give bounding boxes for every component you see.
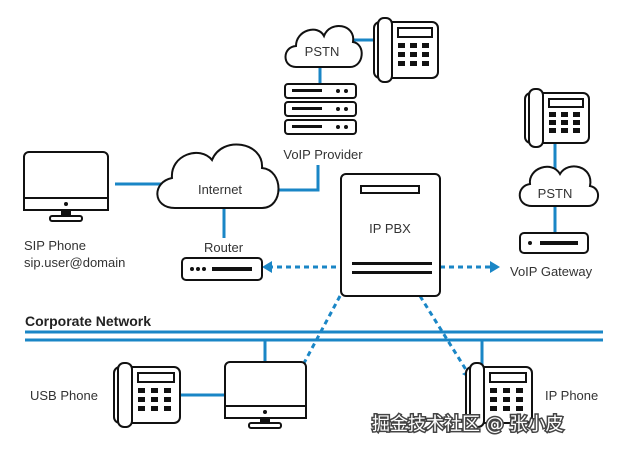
ip-phone-label: IP Phone — [545, 388, 598, 403]
desk-phone-icon — [113, 362, 181, 428]
voip-provider-label: VoIP Provider — [283, 147, 363, 162]
watermark-text: 掘金技术社区 @ 张小皮 — [372, 414, 563, 435]
router-icon — [181, 257, 263, 281]
usb-phone-label: USB Phone — [30, 388, 98, 403]
arrow-left-icon — [262, 261, 272, 273]
internet-label: Internet — [198, 182, 242, 197]
cloud-icon — [518, 165, 599, 207]
sip-address-label: sip.user@domain — [24, 255, 125, 270]
pbx-ip-phone-dashed-link — [418, 295, 470, 374]
cloud-icon — [284, 25, 363, 68]
pbx-server-icon — [340, 173, 441, 297]
dashed-links — [268, 265, 490, 379]
desk-phone-icon — [465, 362, 533, 428]
server-stack-icon — [284, 83, 357, 135]
arrow-right-icon — [490, 261, 500, 273]
pbx-usb-dashed-link — [294, 295, 342, 379]
monitor-icon — [224, 361, 307, 429]
corporate-network-label: Corporate Network — [25, 313, 151, 329]
internet-to-provider-line — [262, 165, 320, 192]
router-label: Router — [204, 240, 244, 255]
connection-lines — [115, 38, 557, 397]
pstn-top-label: PSTN — [305, 44, 340, 59]
corporate-network-bus — [25, 330, 603, 342]
sip-phone-label: SIP Phone — [24, 238, 86, 253]
gateway-icon — [519, 232, 589, 254]
ip-pbx-label: IP PBX — [369, 221, 411, 236]
monitor-icon — [23, 151, 109, 222]
internet-cloud-icon — [156, 143, 280, 209]
pstn-right-label: PSTN — [538, 186, 573, 201]
voip-gateway-label: VoIP Gateway — [510, 264, 593, 279]
desk-phone-icon — [524, 88, 590, 148]
desk-phone-icon — [373, 17, 439, 83]
